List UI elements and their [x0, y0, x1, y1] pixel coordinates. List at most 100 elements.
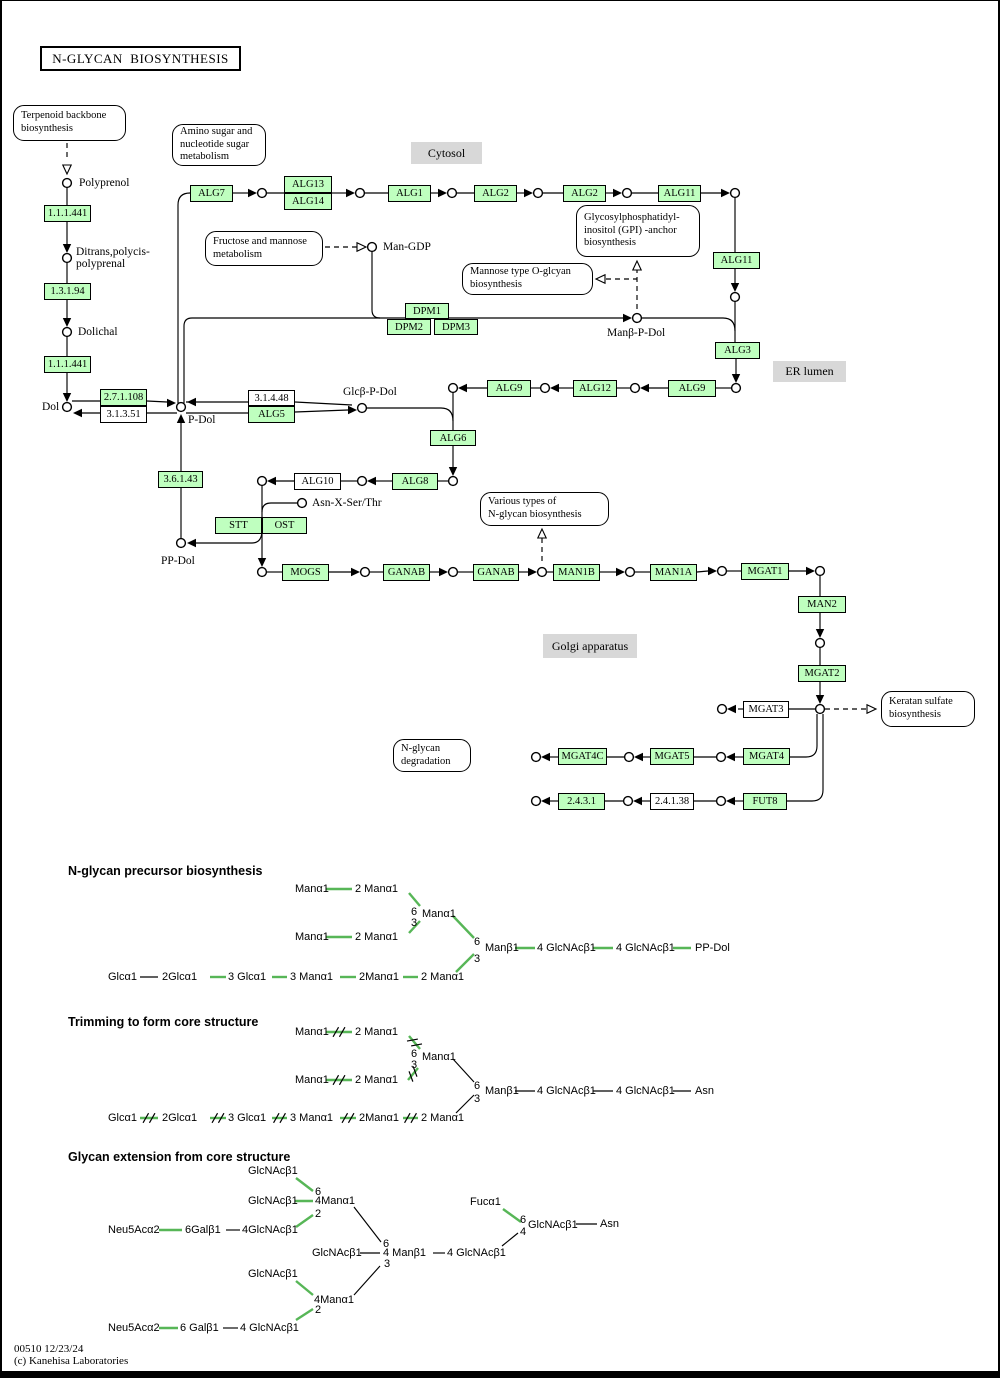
gene-box-man1a[interactable]: MAN1A — [650, 564, 697, 581]
gene-box-mgat3[interactable]: MGAT3 — [743, 701, 789, 718]
gene-box-dpm2[interactable]: DPM2 — [387, 319, 431, 335]
compound-node[interactable] — [447, 382, 459, 394]
compound-node[interactable] — [814, 703, 826, 715]
compound-node[interactable] — [366, 241, 378, 253]
gene-box-fut8[interactable]: FUT8 — [743, 793, 787, 810]
gene-box-alg5[interactable]: ALG5 — [248, 406, 295, 423]
pathway-link-glycosylphosphatidyl-[interactable]: Glycosylphosphatidyl-inositol (GPI) -anc… — [576, 205, 700, 257]
gene-box-mgat5[interactable]: MGAT5 — [650, 748, 694, 765]
gene-box-alg11[interactable]: ALG11 — [658, 185, 701, 202]
arrowhead — [524, 188, 533, 198]
arrowhead — [346, 188, 355, 198]
gene-box-alg7[interactable]: ALG7 — [190, 185, 233, 202]
compound-node[interactable] — [256, 475, 268, 487]
compound-node[interactable] — [729, 187, 741, 199]
compound-node[interactable] — [814, 637, 826, 649]
gene-box-alg3[interactable]: ALG3 — [715, 342, 760, 359]
gene-box-alg12[interactable]: ALG12 — [573, 380, 617, 397]
gene-box-alg2[interactable]: ALG2 — [563, 185, 606, 202]
compound-node[interactable] — [356, 402, 368, 414]
compound-node[interactable] — [61, 177, 73, 189]
compound-node[interactable] — [536, 566, 548, 578]
gene-box-mogs[interactable]: MOGS — [282, 564, 329, 581]
gene-box-dpm1[interactable]: DPM1 — [405, 303, 449, 319]
gene-box-1-1-1-441[interactable]: 1.1.1.441 — [44, 356, 91, 373]
gene-box-ganab[interactable]: GANAB — [383, 564, 430, 581]
gene-box-alg2[interactable]: ALG2 — [474, 185, 517, 202]
gene-box-alg10[interactable]: ALG10 — [294, 473, 341, 490]
gene-box-mgat4c[interactable]: MGAT4C — [558, 748, 607, 765]
compound-node[interactable] — [716, 565, 728, 577]
gene-box-alg13[interactable]: ALG13 — [284, 176, 332, 193]
compound-node[interactable] — [621, 187, 633, 199]
gene-box-alg6[interactable]: ALG6 — [430, 430, 476, 446]
compound-node[interactable] — [530, 795, 542, 807]
gene-box-3-1-3-51[interactable]: 3.1.3.51 — [100, 406, 147, 423]
compound-node[interactable] — [814, 565, 826, 577]
compound-node[interactable] — [175, 401, 187, 413]
compound-node[interactable] — [530, 751, 542, 763]
compound-node[interactable] — [729, 291, 741, 303]
compound-node[interactable] — [624, 566, 636, 578]
gene-box-3-6-1-43[interactable]: 3.6.1.43 — [158, 471, 203, 488]
compound-node[interactable] — [716, 703, 728, 715]
compound-node[interactable] — [296, 497, 308, 509]
gene-box-stt[interactable]: STT — [215, 517, 262, 534]
glycan-bond — [452, 1058, 475, 1083]
compound-node[interactable] — [447, 475, 459, 487]
compound-node[interactable] — [622, 795, 634, 807]
compound-node[interactable] — [175, 537, 187, 549]
compound-node[interactable] — [61, 326, 73, 338]
gene-box-alg14[interactable]: ALG14 — [284, 193, 332, 210]
compound-node[interactable] — [715, 751, 727, 763]
compound-circles[interactable] — [61, 177, 826, 807]
compound-node[interactable] — [356, 475, 368, 487]
glycan-residue-label: Neu5Acα2 — [108, 1224, 160, 1236]
compound-node[interactable] — [446, 187, 458, 199]
compound-node[interactable] — [447, 566, 459, 578]
compound-node[interactable] — [359, 566, 371, 578]
gene-box-2-7-1-108[interactable]: 2.7.1.108 — [100, 389, 147, 406]
gene-box-mgat1[interactable]: MGAT1 — [741, 563, 789, 580]
gene-box-ganab[interactable]: GANAB — [473, 564, 519, 581]
compound-node[interactable] — [256, 566, 268, 578]
gene-box-mgat4[interactable]: MGAT4 — [743, 748, 790, 765]
compound-node[interactable] — [256, 187, 268, 199]
gene-box-alg9[interactable]: ALG9 — [668, 380, 716, 397]
gene-box-alg9[interactable]: ALG9 — [487, 380, 531, 397]
gene-box-2-4-3-1[interactable]: 2.4.3.1 — [558, 793, 605, 810]
compound-node[interactable] — [730, 382, 742, 394]
gene-box-alg1[interactable]: ALG1 — [388, 185, 431, 202]
compound-node[interactable] — [715, 795, 727, 807]
arrowhead — [267, 476, 276, 486]
gene-box-1-1-1-441[interactable]: 1.1.1.441 — [44, 205, 91, 222]
compound-node[interactable] — [623, 751, 635, 763]
compound-node[interactable] — [61, 401, 73, 413]
compound-node[interactable] — [631, 312, 643, 324]
glycan-residue-label: 6 — [411, 906, 418, 918]
gene-box-man1b[interactable]: MAN1B — [553, 564, 600, 581]
compound-node[interactable] — [532, 187, 544, 199]
gene-box-dpm3[interactable]: DPM3 — [434, 319, 478, 335]
cleavage-slash — [410, 1112, 417, 1124]
gene-box-3-1-4-48[interactable]: 3.1.4.48 — [248, 390, 295, 406]
gene-box-ost[interactable]: OST — [262, 517, 307, 534]
gene-box-mgat2[interactable]: MGAT2 — [798, 665, 846, 682]
compound-node[interactable] — [539, 382, 551, 394]
gene-box-1-3-1-94[interactable]: 1.3.1.94 — [44, 283, 91, 300]
compound-node[interactable] — [354, 187, 366, 199]
compound-node[interactable] — [629, 382, 641, 394]
gene-box-alg8[interactable]: ALG8 — [392, 473, 438, 490]
gene-box-man2[interactable]: MAN2 — [798, 596, 846, 613]
gene-box-alg11[interactable]: ALG11 — [713, 252, 760, 269]
gene-box-2-4-1-38[interactable]: 2.4.1.38 — [650, 793, 694, 810]
pathway-link-line: Terpenoid backbone — [21, 110, 107, 122]
compound-node[interactable] — [61, 252, 73, 264]
